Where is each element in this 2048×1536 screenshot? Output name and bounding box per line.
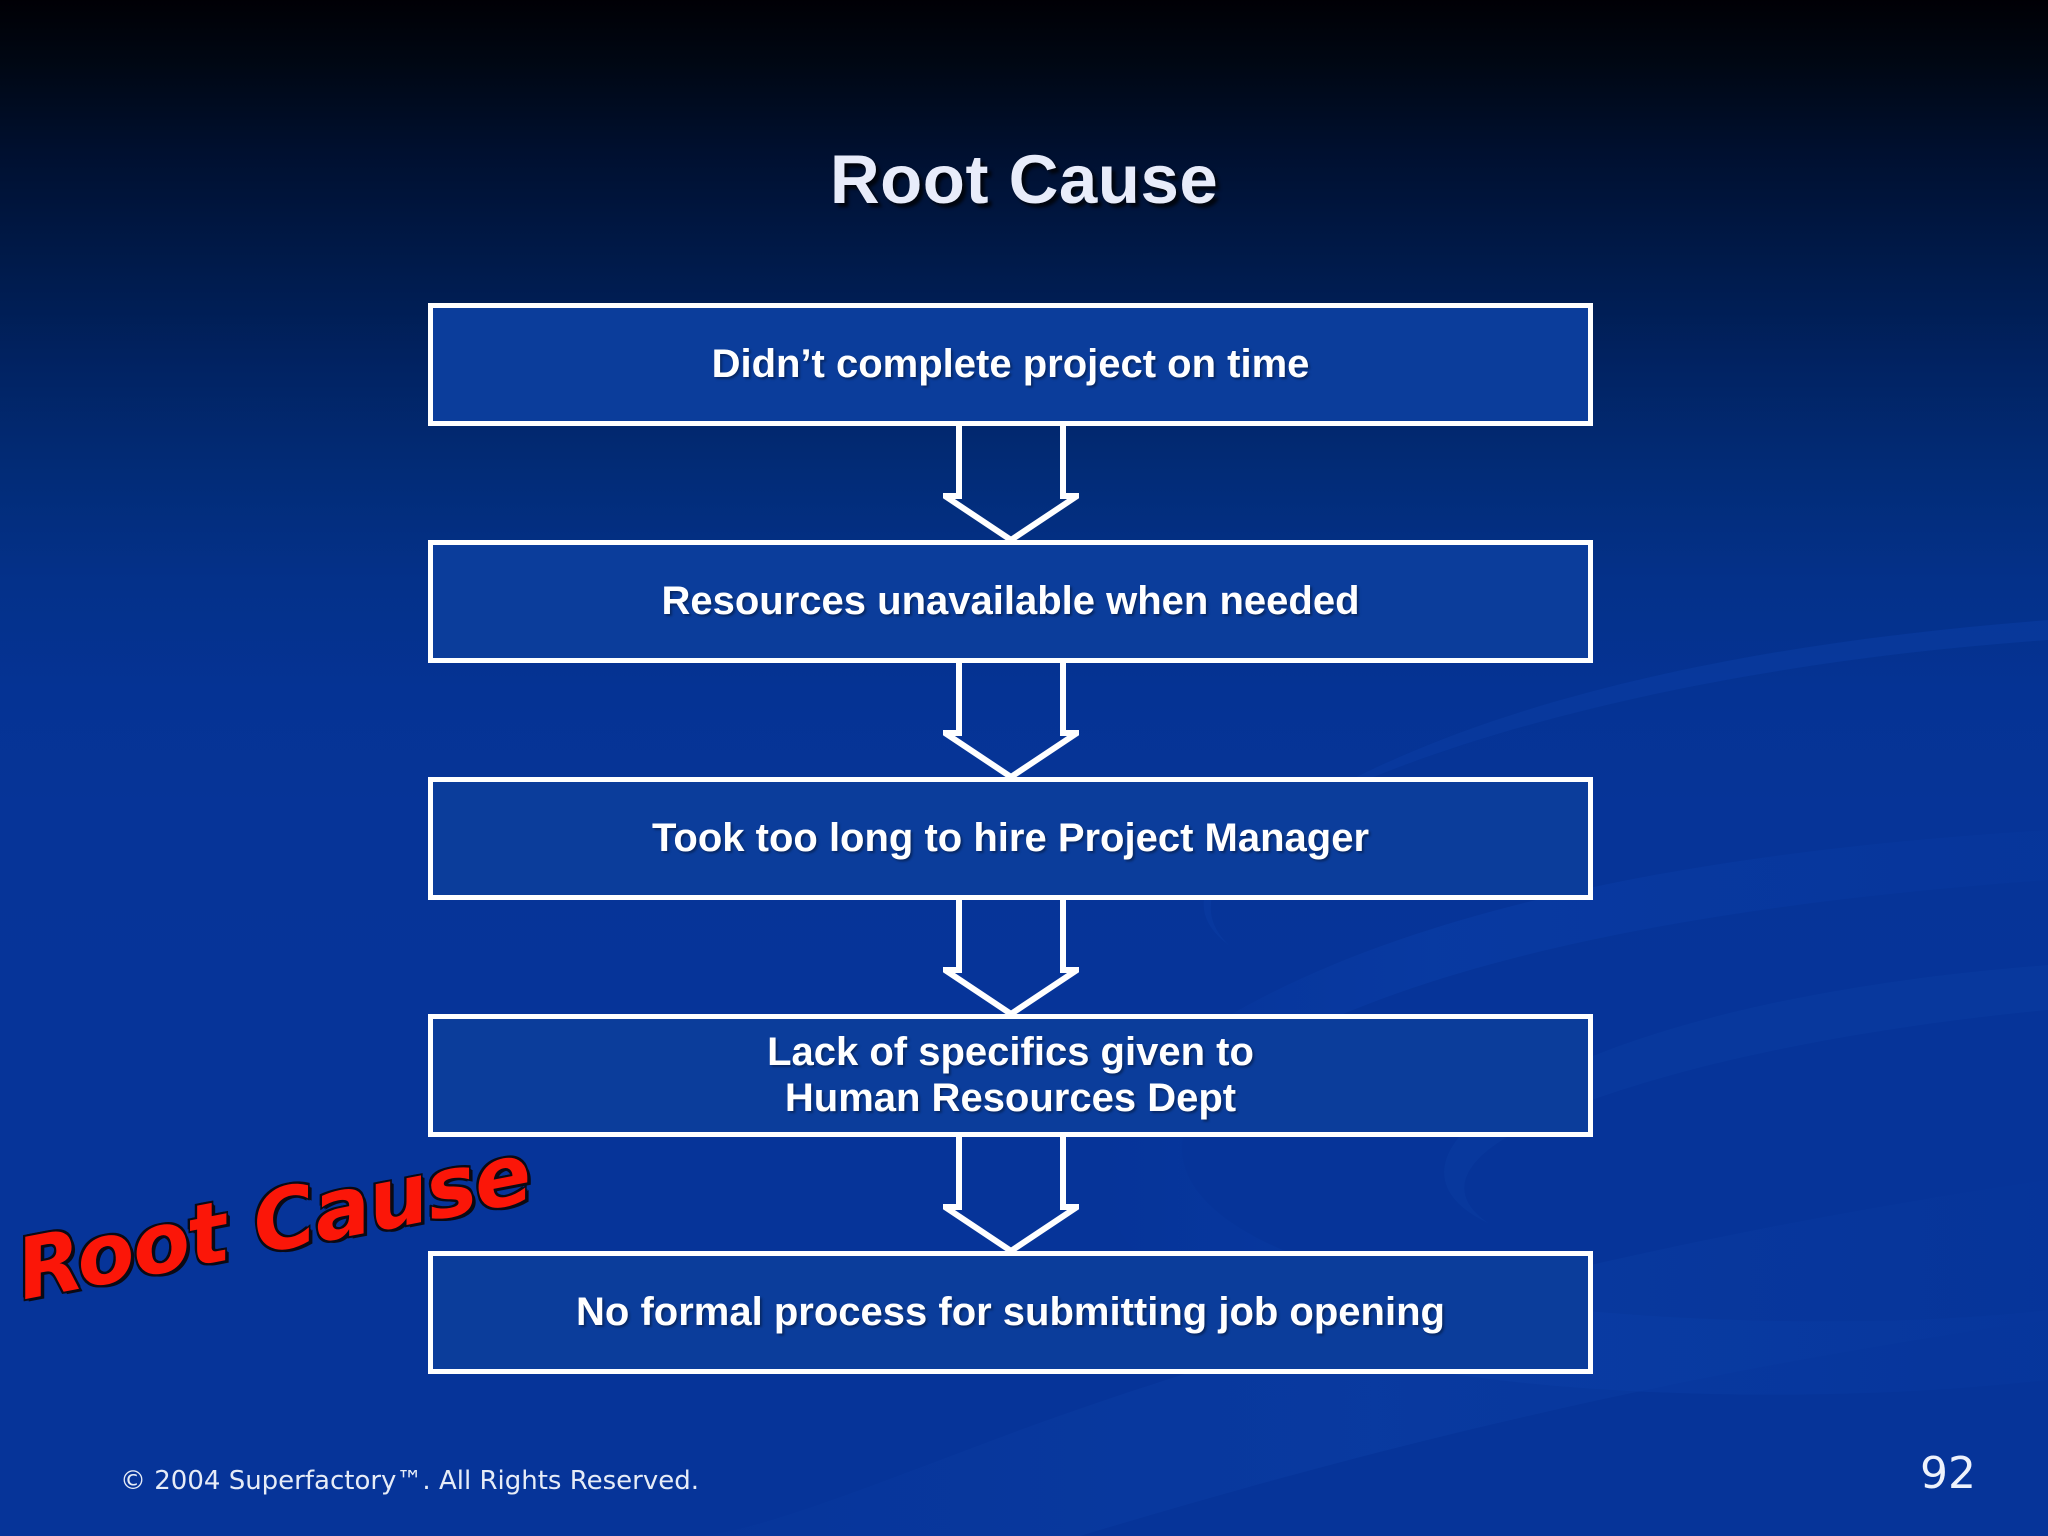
flow-box-4[interactable]: Lack of specifics given to Human Resourc…: [428, 1014, 1593, 1137]
page-title: Root Cause: [829, 141, 1219, 218]
down-arrow-icon: [942, 1135, 1079, 1253]
flow-box-4-label-line-2: Human Resources Dept: [784, 1075, 1237, 1120]
footer-copyright: © 2004 Superfactory™. All Rights Reserve…: [120, 1466, 700, 1496]
flow-box-4-label-line-1: Lack of specifics given to: [767, 1029, 1254, 1074]
down-arrow-icon: [942, 661, 1079, 779]
flow-arrow-2: [428, 661, 1593, 779]
flow-box-3[interactable]: Took too long to hire Project Manager: [428, 777, 1593, 900]
flow-arrow-3: [428, 898, 1593, 1016]
flow-box-5-label: No formal process for submitting job ope…: [576, 1289, 1445, 1334]
page-number: 92: [1920, 1448, 1976, 1499]
down-arrow-icon: [942, 424, 1079, 542]
flow-arrow-1: [428, 424, 1593, 542]
flow-box-5[interactable]: No formal process for submitting job ope…: [428, 1251, 1593, 1374]
flow-box-2-label: Resources unavailable when needed: [661, 578, 1360, 623]
down-arrow-icon: [942, 898, 1079, 1016]
flow-box-4-lines: Lack of specifics given to Human Resourc…: [767, 1030, 1254, 1121]
flow-arrow-4: [428, 1135, 1593, 1253]
flow-box-2[interactable]: Resources unavailable when needed: [428, 540, 1593, 663]
flow-box-1[interactable]: Didn’t complete project on time: [428, 303, 1593, 426]
flow-box-3-label: Took too long to hire Project Manager: [651, 815, 1370, 860]
root-cause-flow-diagram: Didn’t complete project on time Resource…: [428, 303, 1593, 1374]
flow-box-1-label: Didn’t complete project on time: [711, 341, 1310, 386]
